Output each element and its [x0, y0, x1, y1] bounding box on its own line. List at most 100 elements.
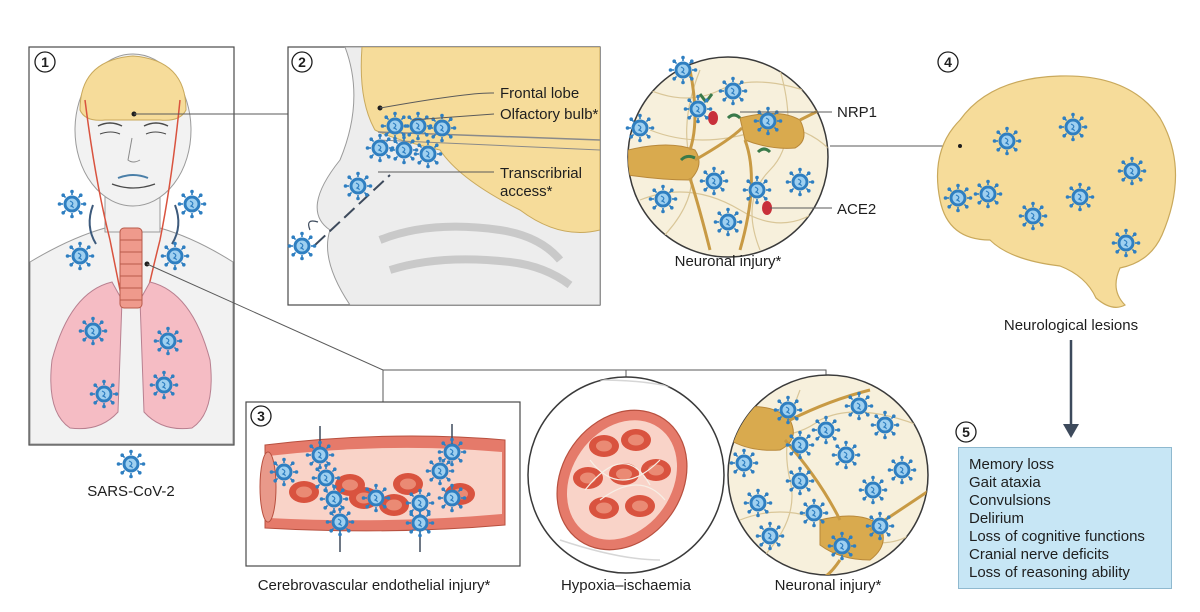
- symptom-item: Gait ataxia: [969, 474, 1041, 491]
- virus-icon: [864, 510, 896, 542]
- panel-4-number: 4: [944, 54, 952, 70]
- virus-icon: [1110, 227, 1142, 259]
- virus-icon: [310, 462, 342, 494]
- virus-icon: [667, 54, 699, 86]
- neuron-top-caption: Neuronal injury*: [675, 253, 782, 270]
- virus-icon: [741, 174, 773, 206]
- virus-icon: [698, 165, 730, 197]
- arrow-down-icon: [1063, 340, 1079, 438]
- panel-1-number-badge: [34, 51, 56, 73]
- symptom-item: Loss of reasoning ability: [969, 564, 1130, 581]
- panel-2-number-badge: [291, 51, 313, 73]
- brain-icon: [79, 55, 187, 121]
- virus-icon: [810, 414, 842, 446]
- virus-icon: [772, 394, 804, 426]
- virus-icon: [436, 482, 468, 514]
- virus-icon: [972, 178, 1004, 210]
- virus-icon: [742, 487, 774, 519]
- panel-1-body: 1 SARS-CoV-2: [28, 46, 235, 500]
- virus-icon: [1017, 200, 1049, 232]
- virus-icon: [402, 110, 434, 142]
- panel-4-number-badge: [937, 51, 959, 73]
- virus-icon: [115, 448, 147, 480]
- panel-5-number: 5: [962, 424, 970, 440]
- virus-icon: [388, 134, 420, 166]
- neuron-bottom-caption: Neuronal injury*: [775, 577, 882, 594]
- virus-icon: [942, 182, 974, 214]
- virus-icon: [717, 75, 749, 107]
- virus-icon: [886, 454, 918, 486]
- virus-icon: [1057, 111, 1089, 143]
- symptoms-list: Memory loss Gait ataxia Convulsions Deli…: [969, 456, 1161, 582]
- virus-icon: [152, 325, 184, 357]
- virus-icon: [304, 439, 336, 471]
- virus-icon: [784, 166, 816, 198]
- virus-icon: [830, 439, 862, 471]
- virus-icon: [624, 112, 656, 144]
- virus-icon: [728, 447, 760, 479]
- virus-icon: [784, 429, 816, 461]
- virus-icon: [176, 188, 208, 220]
- virus-icon: [712, 206, 744, 238]
- virus-icon: [436, 436, 468, 468]
- label-ace2: ACE2: [837, 201, 876, 218]
- symptom-item: Delirium: [969, 510, 1025, 527]
- virus-icon: [324, 506, 356, 538]
- virus-icon: [404, 507, 436, 539]
- label-frontal-lobe: Frontal lobe: [500, 85, 579, 102]
- hypoxia-caption: Hypoxia–ischaemia: [561, 577, 692, 594]
- virus-icon: [424, 455, 456, 487]
- label-access: access*: [500, 183, 553, 200]
- virus-icon: [857, 474, 889, 506]
- virus-icon: [843, 390, 875, 422]
- panel-3-caption: Cerebrovascular endothelial injury*: [258, 577, 491, 594]
- hypoxia-circle: Hypoxia–ischaemia: [527, 376, 725, 594]
- symptom-item: Memory loss: [969, 456, 1055, 473]
- symptoms-box: Memory loss Gait ataxia Convulsions Deli…: [958, 447, 1172, 589]
- panel-3-number: 3: [257, 408, 265, 424]
- virus-icon: [1116, 155, 1148, 187]
- panel-2-number: 2: [298, 54, 306, 70]
- virus-icon: [364, 132, 396, 164]
- label-transcribrial: Transcribrial: [500, 165, 582, 182]
- symptom-item: Convulsions: [969, 492, 1051, 509]
- neuron-circle-bottom: Neuronal injury*: [727, 374, 929, 594]
- panel-5-number-badge: [955, 421, 977, 443]
- brain-icon: [936, 75, 1177, 308]
- virus-icon: [798, 497, 830, 529]
- panel-2-nasal: 2 Frontal lobe Olfactory bulb* Transcrib…: [286, 46, 601, 306]
- virus-icon: [77, 315, 109, 347]
- virus-icon: [826, 530, 858, 562]
- virus-icon: [784, 465, 816, 497]
- neuron-circle-top: NRP1 ACE2 Neuronal injury*: [624, 54, 877, 270]
- virus-icon: [682, 93, 714, 125]
- virus-icon: [286, 230, 318, 262]
- label-olfactory-bulb: Olfactory bulb*: [500, 106, 599, 123]
- virus-icon: [869, 409, 901, 441]
- frontal-lobe: [360, 47, 600, 233]
- symptom-item: Loss of cognitive functions: [969, 528, 1145, 545]
- leader-trachea-to-vessels: [146, 263, 384, 371]
- panel-1-number: 1: [41, 54, 49, 70]
- virus-icon: [1064, 181, 1096, 213]
- virus-icon: [754, 520, 786, 552]
- panel-1-caption: SARS-CoV-2: [87, 483, 175, 500]
- panel-3-vessel: 3 Cerebrovascular endothelial injury*: [245, 401, 521, 594]
- virus-icon: [268, 456, 300, 488]
- virus-icon: [647, 183, 679, 215]
- virus-icon: [318, 483, 350, 515]
- virus-icon: [360, 482, 392, 514]
- virus-icon: [342, 170, 374, 202]
- panel-4-caption: Neurological lesions: [1004, 317, 1138, 334]
- virus-icon: [991, 125, 1023, 157]
- virus-icon: [88, 378, 120, 410]
- label-nrp1: NRP1: [837, 104, 877, 121]
- virus-icon: [148, 369, 180, 401]
- symptom-item: Cranial nerve deficits: [969, 546, 1110, 563]
- virus-icon: [752, 105, 784, 137]
- panel-3-number-badge: [250, 405, 272, 427]
- virus-icon: [159, 240, 191, 272]
- virus-icon: [64, 240, 96, 272]
- virus-icon: [412, 138, 444, 170]
